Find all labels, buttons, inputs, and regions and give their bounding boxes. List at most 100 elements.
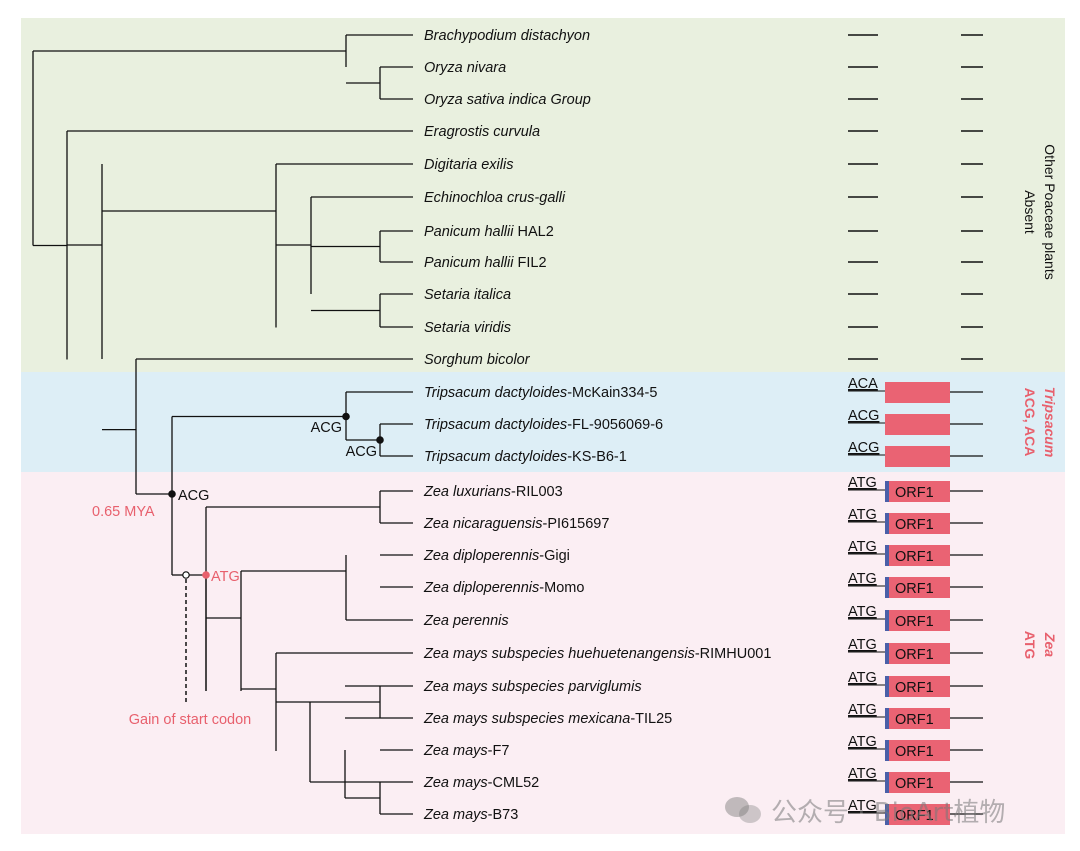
node-label-acg: ACG <box>346 444 377 460</box>
taxon-label: Setaria italica <box>424 287 511 303</box>
taxon-label: Oryza nivara <box>424 60 506 76</box>
tripsacum-group-codons: ACG, ACA <box>1022 387 1038 457</box>
orf-box <box>885 676 950 697</box>
orf-label: ORF1 <box>895 647 934 663</box>
orf-label: ORF1 <box>895 517 934 533</box>
orf-box <box>885 772 950 793</box>
orf-box <box>885 446 950 467</box>
gain-of-start-codon-label: Gain of start codon <box>129 712 252 728</box>
start-codon-marker <box>885 708 889 729</box>
taxon-label: Sorghum bicolor <box>424 352 531 368</box>
codon-label: ATG <box>848 798 877 814</box>
orf-label: ORF1 <box>895 614 934 630</box>
orf-box <box>885 643 950 664</box>
node-dot <box>168 490 176 498</box>
watermark: 公众号 · BioArt植物 <box>725 788 1055 832</box>
codon-label: ATG <box>848 507 877 523</box>
tripsacum-group-title: Tripsacum <box>1042 386 1058 458</box>
orf-label: ORF1 <box>895 581 934 597</box>
codon-label: ACG <box>848 408 879 424</box>
other-poaceae-group-label: Other Poaceae plants Absent <box>1010 132 1070 292</box>
start-codon-marker <box>885 740 889 761</box>
start-codon-marker <box>885 643 889 664</box>
orf-box <box>885 513 950 534</box>
taxon-label: Zea perennis <box>423 613 509 629</box>
codon-label: ACG <box>848 440 879 456</box>
orf-label: ORF1 <box>895 776 934 792</box>
orf-box <box>885 382 950 403</box>
taxon-label: Zea mays-B73 <box>423 807 518 823</box>
zea-group-label: Zea ATG <box>1010 615 1070 675</box>
taxon-label: Tripsacum dactyloides-KS-B6-1 <box>424 449 627 465</box>
taxon-label: Tripsacum dactyloides-McKain334-5 <box>424 385 657 401</box>
atg-node-dot <box>202 571 210 579</box>
other-poaceae-band <box>21 18 1065 372</box>
other-group-status: Absent <box>1022 190 1038 234</box>
tree-branches <box>32 34 413 815</box>
orf-box <box>885 708 950 729</box>
codon-label: ATG <box>848 539 877 555</box>
watermark-text: 公众号 · BioArt植物 <box>771 797 1006 828</box>
orf-label: ORF1 <box>895 549 934 565</box>
codon-label: ATG <box>848 571 877 587</box>
orf-box <box>885 610 950 631</box>
orf-label: ORF1 <box>895 680 934 696</box>
zea-group-codon: ATG <box>1022 630 1038 660</box>
taxon-label: Zea mays subspecies huehuetenangensis-RI… <box>423 646 771 662</box>
taxon-label: Brachypodium distachyon <box>424 28 590 44</box>
zea-group-title: Zea <box>1042 632 1058 658</box>
taxon-label: Zea mays-F7 <box>423 743 509 759</box>
orf-box <box>885 804 950 825</box>
start-codon-marker <box>885 481 889 502</box>
taxon-label: Echinochloa crus-galli <box>424 190 566 206</box>
orf-box <box>885 740 950 761</box>
taxon-label: Zea mays-CML52 <box>423 775 539 791</box>
taxon-label: Oryza sativa indica Group <box>424 92 591 108</box>
codon-label: ATG <box>848 702 877 718</box>
taxon-label: Eragrostis curvula <box>424 124 540 140</box>
wechat-icon <box>725 795 763 825</box>
codon-label: ATG <box>848 670 877 686</box>
taxon-label: Setaria viridis <box>424 320 511 336</box>
codon-label: ATG <box>848 604 877 620</box>
taxon-label: Zea nicaraguensis-PI615697 <box>423 516 609 532</box>
orf-box <box>885 481 950 502</box>
taxon-label: Panicum hallii HAL2 <box>424 224 554 240</box>
orf-label: ORF1 <box>895 808 934 824</box>
start-codon-marker <box>885 545 889 566</box>
taxon-label: Zea luxurians-RIL003 <box>423 484 563 500</box>
node-dot <box>376 436 384 444</box>
start-codon-marker <box>885 676 889 697</box>
codon-label: ACA <box>848 376 878 392</box>
codon-label: ATG <box>848 475 877 491</box>
orf-box <box>885 414 950 435</box>
taxon-label: Digitaria exilis <box>424 157 513 173</box>
tripsacum-group-label: Tripsacum ACG, ACA <box>1010 380 1070 464</box>
start-codon-marker <box>885 772 889 793</box>
start-codon-marker <box>885 610 889 631</box>
gain-node-dot <box>182 571 190 579</box>
orf-label: ORF1 <box>895 712 934 728</box>
node-label-acg: ACG <box>178 488 209 504</box>
orf-box <box>885 545 950 566</box>
node-label-atg: ATG <box>211 569 240 585</box>
taxon-label: Zea diploperennis-Gigi <box>423 548 570 564</box>
other-group-title: Other Poaceae plants <box>1042 144 1058 280</box>
orf-label: ORF1 <box>895 485 934 501</box>
taxon-label: Panicum hallii FIL2 <box>424 255 547 271</box>
codon-label: ATG <box>848 637 877 653</box>
start-codon-marker <box>885 577 889 598</box>
codon-label: ATG <box>848 734 877 750</box>
taxon-label: Zea mays subspecies mexicana-TIL25 <box>423 711 672 727</box>
node-dot <box>342 412 350 421</box>
start-codon-marker <box>885 513 889 534</box>
codon-columns: ACAACGACGORF1ATGORF1ATGORF1ATGORF1ATGORF… <box>848 34 983 825</box>
taxon-label: Tripsacum dactyloides-FL-9056069-6 <box>424 417 663 433</box>
taxon-label: Zea mays subspecies parviglumis <box>423 679 642 695</box>
taxon-label: Zea diploperennis-Momo <box>423 580 584 596</box>
codon-label: ATG <box>848 766 877 782</box>
orf-box <box>885 577 950 598</box>
